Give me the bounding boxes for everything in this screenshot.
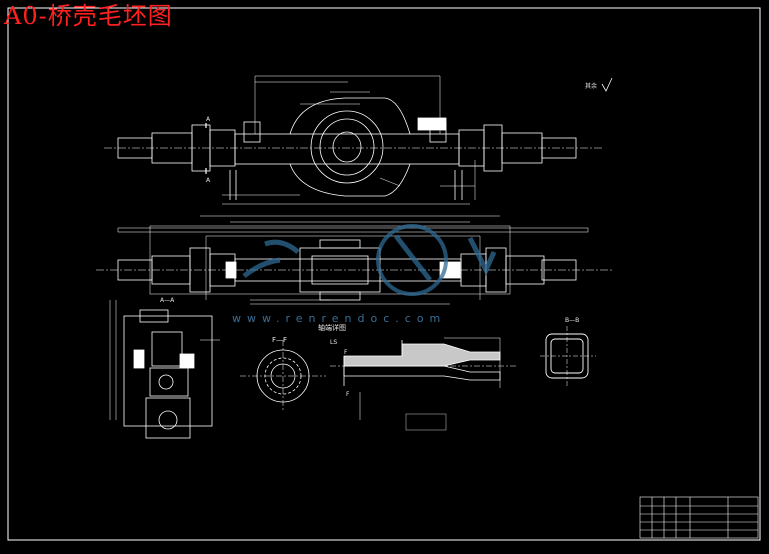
front-view bbox=[104, 75, 604, 205]
axle-detail-label: 轴端详图 bbox=[318, 323, 346, 332]
roughness-label: 其余 bbox=[585, 82, 597, 90]
title-block bbox=[639, 496, 759, 539]
section-bb-view bbox=[540, 326, 596, 386]
drawing-title: A0-桥壳毛坯图 bbox=[4, 2, 173, 30]
f-mark-bottom: F bbox=[346, 391, 350, 398]
section-ff-view bbox=[240, 340, 326, 412]
section-ff-label: F—F bbox=[272, 336, 287, 344]
watermark-text: www.renrendoc.com bbox=[232, 312, 446, 325]
plan-view bbox=[96, 215, 614, 305]
f-mark-top: F bbox=[344, 349, 348, 356]
section-mark-a-bottom: A bbox=[206, 177, 211, 184]
section-bb-label: B—B bbox=[565, 317, 579, 324]
watermark-logo-icon bbox=[242, 224, 497, 296]
section-aa-view bbox=[109, 300, 220, 439]
roughness-symbol-icon bbox=[601, 77, 613, 92]
section-aa-label: A—A bbox=[160, 297, 175, 304]
section-mark-a-top: A bbox=[206, 116, 211, 123]
axle-end-detail-view bbox=[330, 337, 516, 431]
drawing-border bbox=[7, 7, 761, 541]
ls-label: LS bbox=[330, 339, 337, 346]
